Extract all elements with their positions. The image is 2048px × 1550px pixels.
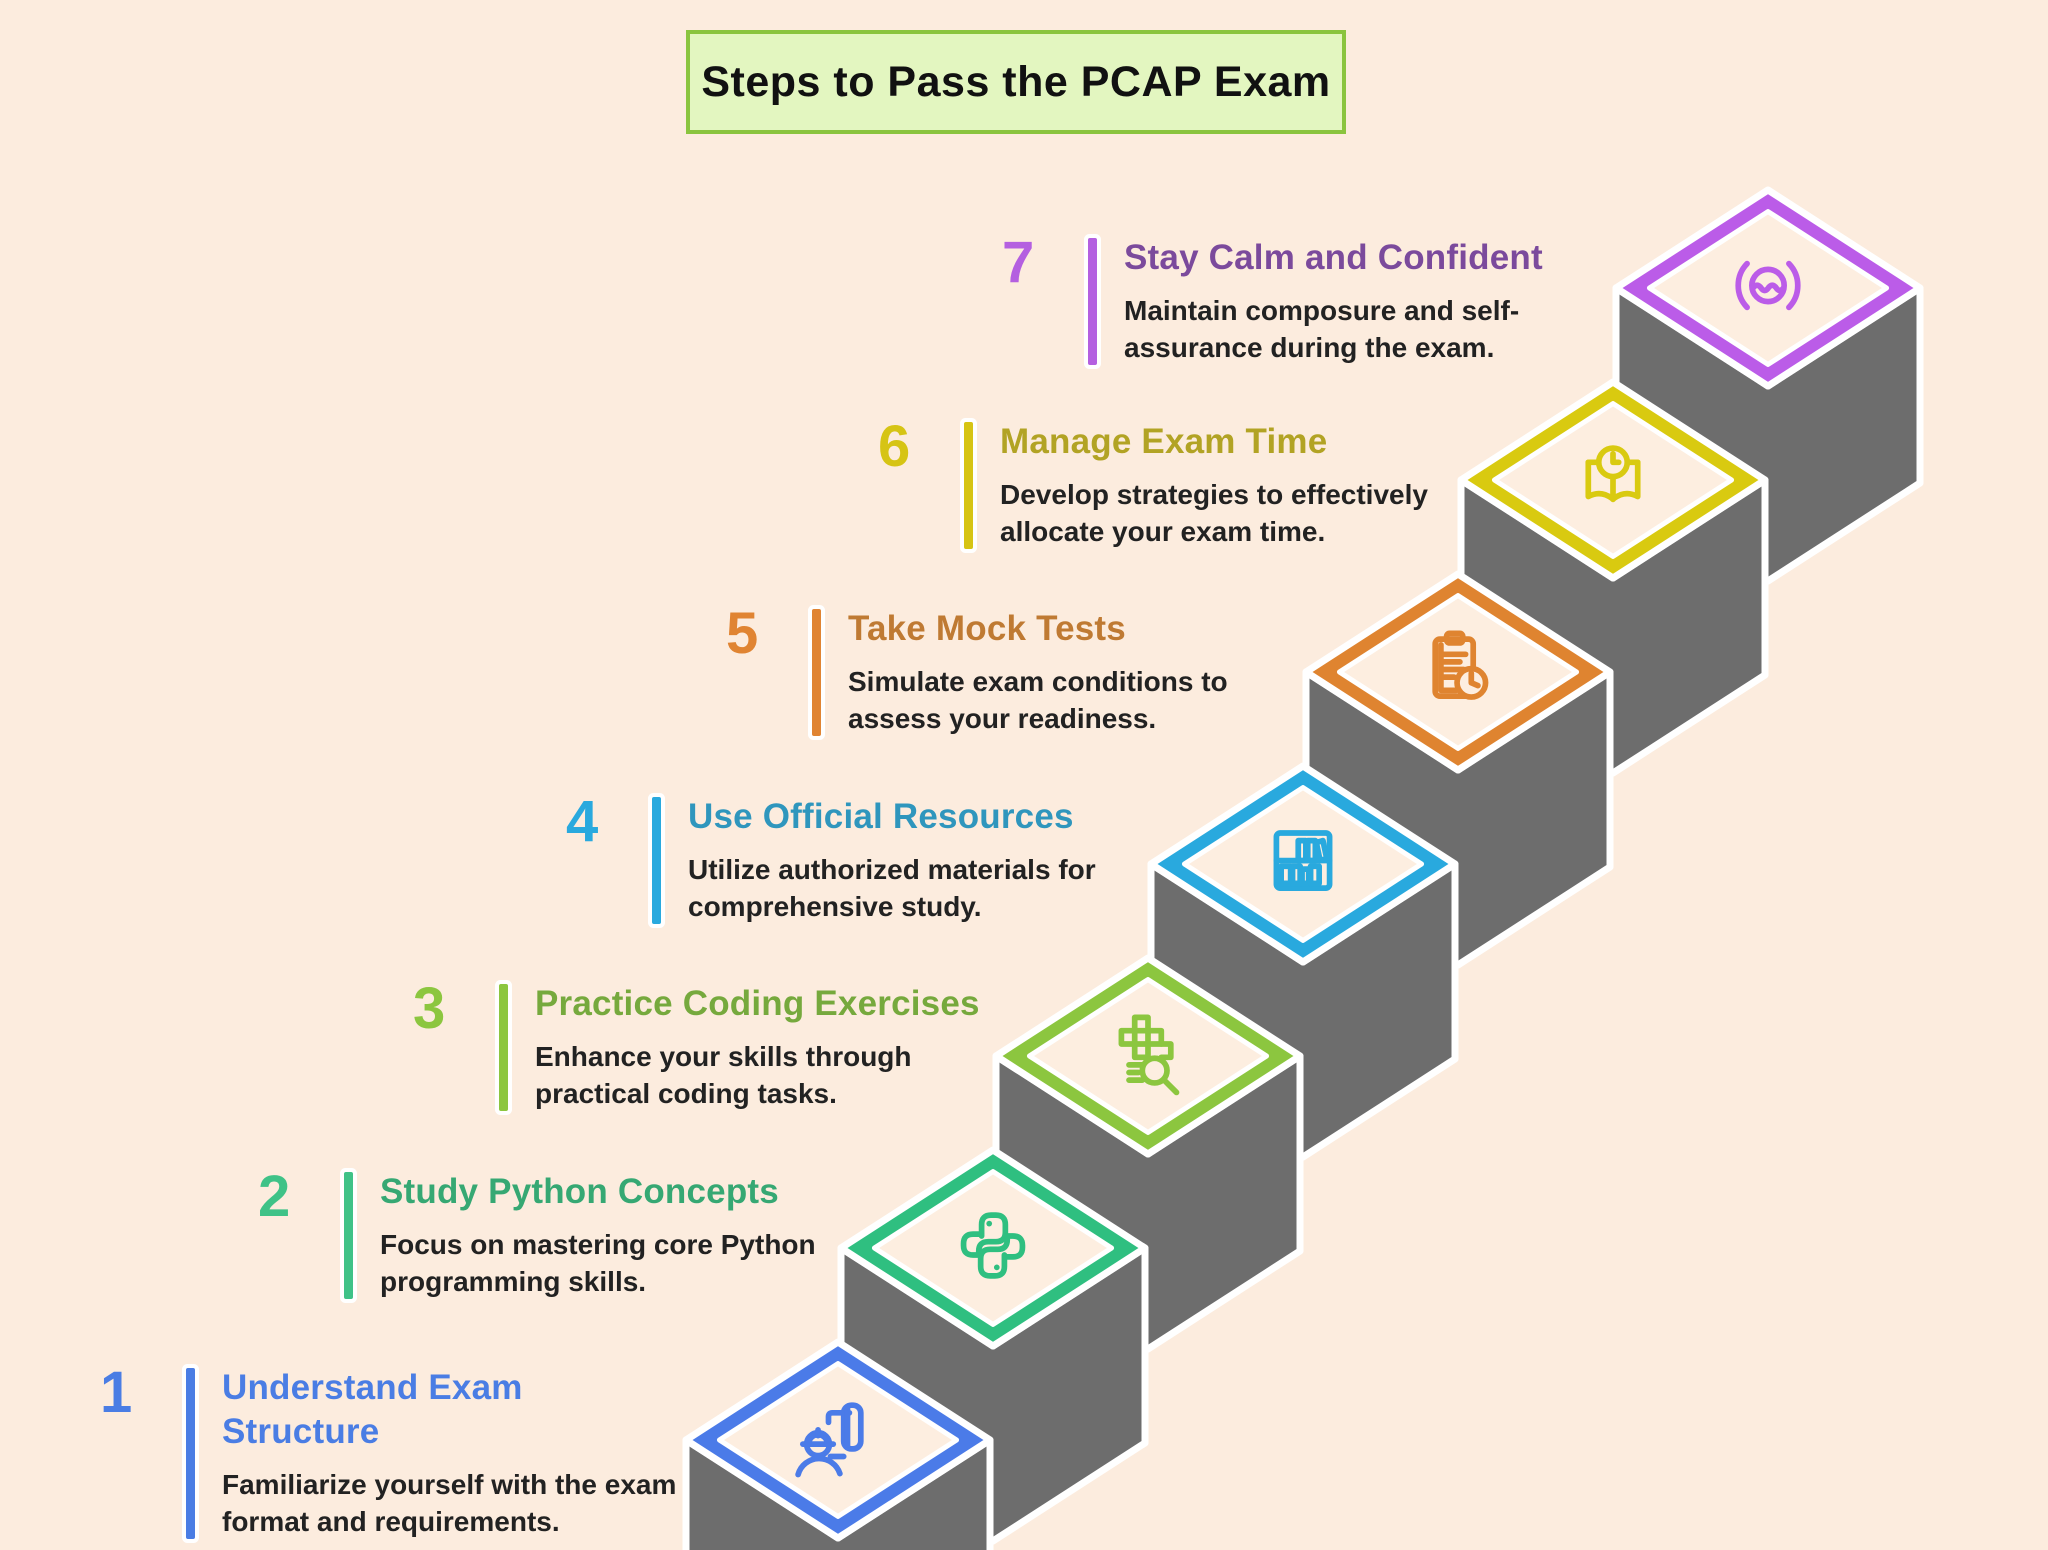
step-1-diamond-inner bbox=[716, 1361, 960, 1519]
step-title: Stay Calm and Confident bbox=[1124, 236, 1543, 280]
python-icon bbox=[960, 1212, 1026, 1279]
step-title-line: Manage Exam Time bbox=[1000, 422, 1328, 461]
step-description-line: allocate your exam time. bbox=[1000, 516, 1326, 548]
step-title-line: Practice Coding Exercises bbox=[535, 984, 980, 1023]
step-number: 7 bbox=[1002, 230, 1035, 295]
step-4-diamond-inner bbox=[1181, 785, 1425, 943]
step-texts: Practice Coding Exercises Enhance your s… bbox=[535, 982, 980, 1113]
step-description: Simulate exam conditions to assess your r… bbox=[848, 664, 1228, 738]
step-5-label: 5 Take Mock Tests Simulate exam conditio… bbox=[726, 601, 1228, 738]
step-description: Develop strategies to effectively allocat… bbox=[1000, 477, 1428, 551]
step-texts: Take Mock Tests Simulate exam conditions… bbox=[848, 607, 1228, 738]
step-number: 2 bbox=[258, 1164, 291, 1229]
step-title-line: Study Python Concepts bbox=[380, 1172, 779, 1211]
step-description-line: programming skills. bbox=[380, 1266, 647, 1298]
step-description-line: assurance during the exam. bbox=[1124, 332, 1495, 364]
step-3-label: 3 Practice Coding Exercises Enhance your… bbox=[413, 976, 980, 1113]
calm-face-icon bbox=[1735, 260, 1801, 311]
bookshelf-icon bbox=[1273, 830, 1333, 891]
step-description-line: comprehensive study. bbox=[688, 891, 982, 923]
step-description-line: format and requirements. bbox=[222, 1506, 560, 1538]
book-clock-icon bbox=[1585, 445, 1641, 503]
step-title-line: Use Official Resources bbox=[688, 797, 1074, 836]
step-texts: Use Official Resources Utilize authorize… bbox=[688, 795, 1096, 926]
step-4-label: 4 Use Official Resources Utilize authori… bbox=[566, 789, 1096, 926]
step-7-label: 7 Stay Calm and Confident Maintain compo… bbox=[1002, 230, 1543, 367]
step-title-line: Understand Exam bbox=[222, 1368, 523, 1407]
step-title-line: Stay Calm and Confident bbox=[1124, 238, 1543, 277]
step-number: 3 bbox=[413, 976, 446, 1041]
step-texts: Stay Calm and Confident Maintain composu… bbox=[1124, 236, 1543, 367]
step-accent-bar bbox=[652, 797, 661, 924]
step-number: 5 bbox=[726, 601, 759, 666]
step-title: Practice Coding Exercises bbox=[535, 982, 980, 1026]
step-texts: Study Python Concepts Focus on mastering… bbox=[380, 1170, 816, 1301]
step-description: Utilize authorized materials for comprehe… bbox=[688, 852, 1096, 926]
step-6-label: 6 Manage Exam Time Develop strategies to… bbox=[878, 414, 1428, 551]
step-accent-bar bbox=[499, 984, 508, 1111]
mock-test-clock-icon bbox=[1432, 630, 1489, 700]
step-title: Use Official Resources bbox=[688, 795, 1096, 839]
step-description-line: Familiarize yourself with the exam bbox=[222, 1469, 677, 1501]
step-2-label: 2 Study Python Concepts Focus on masteri… bbox=[258, 1164, 816, 1301]
code-search-icon bbox=[1118, 1014, 1180, 1096]
step-number: 4 bbox=[566, 789, 599, 854]
step-description: Familiarize yourself with the exam format… bbox=[222, 1467, 676, 1541]
step-description-line: assess your readiness. bbox=[848, 703, 1157, 735]
step-description: Enhance your skills through practical cod… bbox=[535, 1039, 980, 1113]
step-title: Manage Exam Time bbox=[1000, 420, 1428, 464]
step-accent-bar bbox=[1088, 238, 1097, 365]
step-description-line: Utilize authorized materials for bbox=[688, 854, 1096, 886]
step-texts: Manage Exam Time Develop strategies to e… bbox=[1000, 420, 1428, 551]
step-description-line: Simulate exam conditions to bbox=[848, 666, 1228, 698]
step-title: Study Python Concepts bbox=[380, 1170, 816, 1214]
step-title-line: Take Mock Tests bbox=[848, 609, 1126, 648]
step-description-line: Maintain composure and self- bbox=[1124, 295, 1520, 327]
engineer-blueprint-icon bbox=[795, 1402, 864, 1478]
step-description-line: Focus on mastering core Python bbox=[380, 1229, 816, 1261]
page-title-text: Steps to Pass the PCAP Exam bbox=[701, 57, 1331, 106]
step-accent-bar bbox=[964, 422, 973, 549]
step-title: Take Mock Tests bbox=[848, 607, 1228, 651]
page-title: Steps to Pass the PCAP Exam bbox=[686, 30, 1346, 134]
step-accent-bar bbox=[344, 1172, 353, 1299]
step-title-line: Structure bbox=[222, 1412, 380, 1452]
step-description: Focus on mastering core Python programmin… bbox=[380, 1227, 816, 1301]
step-description: Maintain composure and self-assurance du… bbox=[1124, 293, 1543, 367]
step-number: 1 bbox=[100, 1360, 133, 1425]
step-description-line: Enhance your skills through bbox=[535, 1041, 912, 1073]
step-description-line: Develop strategies to effectively bbox=[1000, 479, 1428, 511]
step-number: 6 bbox=[878, 414, 911, 479]
step-accent-bar bbox=[186, 1368, 195, 1540]
step-accent-bar bbox=[812, 609, 821, 736]
step-description-line: practical coding tasks. bbox=[535, 1078, 837, 1110]
